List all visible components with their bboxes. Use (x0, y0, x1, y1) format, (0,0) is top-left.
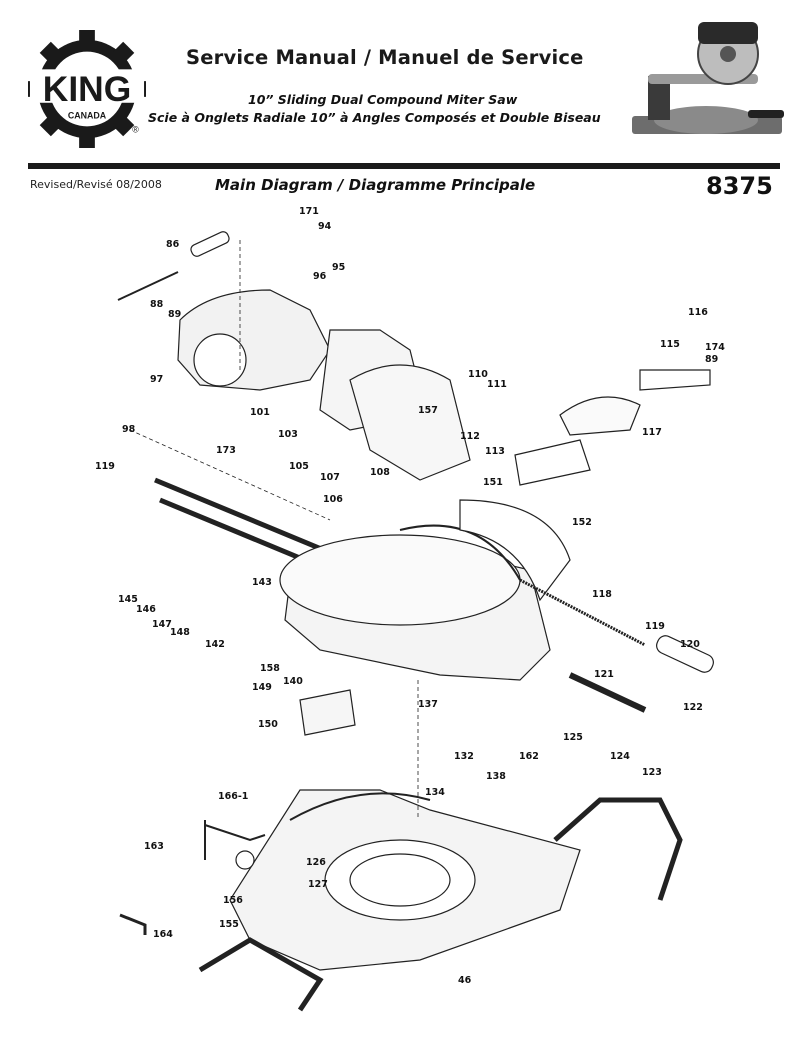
callout-147: 147 (152, 619, 172, 630)
callout-121: 121 (594, 669, 614, 680)
callout-116: 116 (688, 307, 708, 318)
callout-101: 101 (250, 407, 270, 418)
callout-123: 123 (642, 767, 662, 778)
callout-132: 132 (454, 751, 474, 762)
callout-96: 96 (313, 271, 327, 282)
callout-103: 103 (278, 429, 298, 440)
callout-162: 162 (519, 751, 539, 762)
callout-98: 98 (122, 424, 136, 435)
callout-142: 142 (205, 639, 225, 650)
callout-163: 163 (144, 841, 164, 852)
callout-89: 89 (168, 309, 182, 320)
brand-text: KING (43, 69, 131, 109)
callout-89-b: 89 (705, 354, 719, 365)
callout-151: 151 (483, 477, 503, 488)
callout-113: 113 (485, 446, 505, 457)
callout-138: 138 (486, 771, 506, 782)
callout-119-b: 119 (645, 621, 665, 632)
callout-124: 124 (610, 751, 630, 762)
callout-146: 146 (136, 604, 156, 615)
callout-46: 46 (458, 975, 472, 986)
callout-120: 120 (680, 639, 700, 650)
callout-157: 157 (418, 405, 438, 416)
callout-155: 155 (219, 919, 239, 930)
callout-115: 115 (660, 339, 680, 350)
callout-149: 149 (252, 682, 272, 693)
callout-152: 152 (572, 517, 592, 528)
callout-106: 106 (323, 494, 343, 505)
callout-95: 95 (332, 262, 346, 273)
callout-110: 110 (468, 369, 488, 380)
callout-166-1: 166-1 (218, 791, 249, 802)
exploded-parts-diagram (100, 200, 790, 1055)
callout-88: 88 (150, 299, 164, 310)
king-canada-logo: KING CANADA ® (28, 30, 146, 148)
registered-mark: ® (132, 124, 139, 134)
diagram-title: Main Diagram / Diagramme Principale (215, 176, 536, 194)
callout-140: 140 (283, 676, 303, 687)
callout-105: 105 (289, 461, 309, 472)
callout-156: 156 (223, 895, 243, 906)
callout-107: 107 (320, 472, 340, 483)
callout-143: 143 (252, 577, 272, 588)
callout-145: 145 (118, 594, 138, 605)
callout-117: 117 (642, 427, 662, 438)
callout-150: 150 (258, 719, 278, 730)
callout-134: 134 (425, 787, 445, 798)
callout-173: 173 (216, 445, 236, 456)
callout-164: 164 (153, 929, 173, 940)
callout-94: 94 (318, 221, 332, 232)
callout-111: 111 (487, 379, 507, 390)
callout-122: 122 (683, 702, 703, 713)
callout-137: 137 (418, 699, 438, 710)
callout-171: 171 (299, 206, 319, 217)
callout-158: 158 (260, 663, 280, 674)
brand-sub-text: CANADA (68, 111, 107, 121)
page-title: Service Manual / Manuel de Service (186, 46, 584, 69)
callout-119: 119 (95, 461, 115, 472)
revision-date: Revised/Revisé 08/2008 (30, 178, 162, 191)
callout-86: 86 (166, 239, 180, 250)
callout-127: 127 (308, 879, 328, 890)
subtitle-french: Scie à Onglets Radiale 10” à Angles Comp… (148, 110, 601, 125)
callout-125: 125 (563, 732, 583, 743)
product-photo (628, 16, 788, 156)
callout-112: 112 (460, 431, 480, 442)
callout-174: 174 (705, 342, 725, 353)
model-number: 8375 (706, 172, 773, 200)
subtitle-english: 10” Sliding Dual Compound Miter Saw (248, 92, 518, 107)
callout-118: 118 (592, 589, 612, 600)
callout-108: 108 (370, 467, 390, 478)
callout-97: 97 (150, 374, 164, 385)
header-divider (28, 163, 780, 169)
callout-126: 126 (306, 857, 326, 868)
callout-148: 148 (170, 627, 190, 638)
